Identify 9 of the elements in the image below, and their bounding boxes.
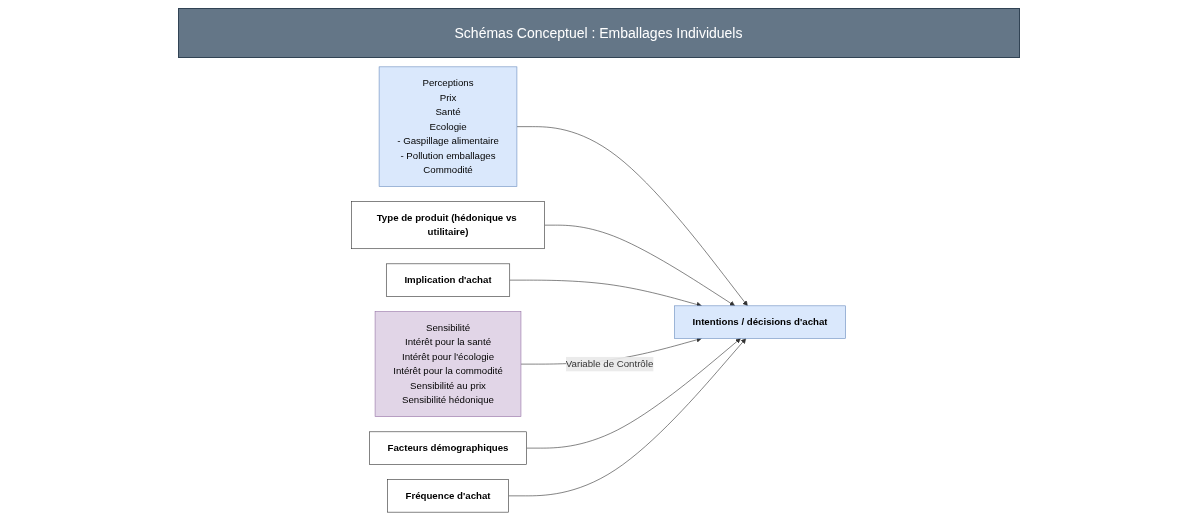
node-box: Perceptions Prix Santé Ecologie - Gaspillage alimentaire - Pollution emballages Commodité xyxy=(378,66,518,187)
node-box: Sensibilité Intérêt pour la santé Intérêt pour l'écologie Intérêt pour la commodité Sensibilité au prix Sensibilité hédonique xyxy=(374,311,522,417)
node-box: Facteurs démographiques xyxy=(369,431,527,465)
node-box: Intentions / décisions d'achat xyxy=(674,305,846,339)
edge-label: Variable de Contrôle xyxy=(565,358,654,369)
node-box: Type de produit (hédonique vs utilitaire) xyxy=(351,201,545,249)
node-box: Fréquence d'achat xyxy=(387,479,509,513)
node-box: Implication d'achat xyxy=(386,263,511,297)
title-banner: Schémas Conceptuel : Emballages Individuels xyxy=(177,8,1020,58)
